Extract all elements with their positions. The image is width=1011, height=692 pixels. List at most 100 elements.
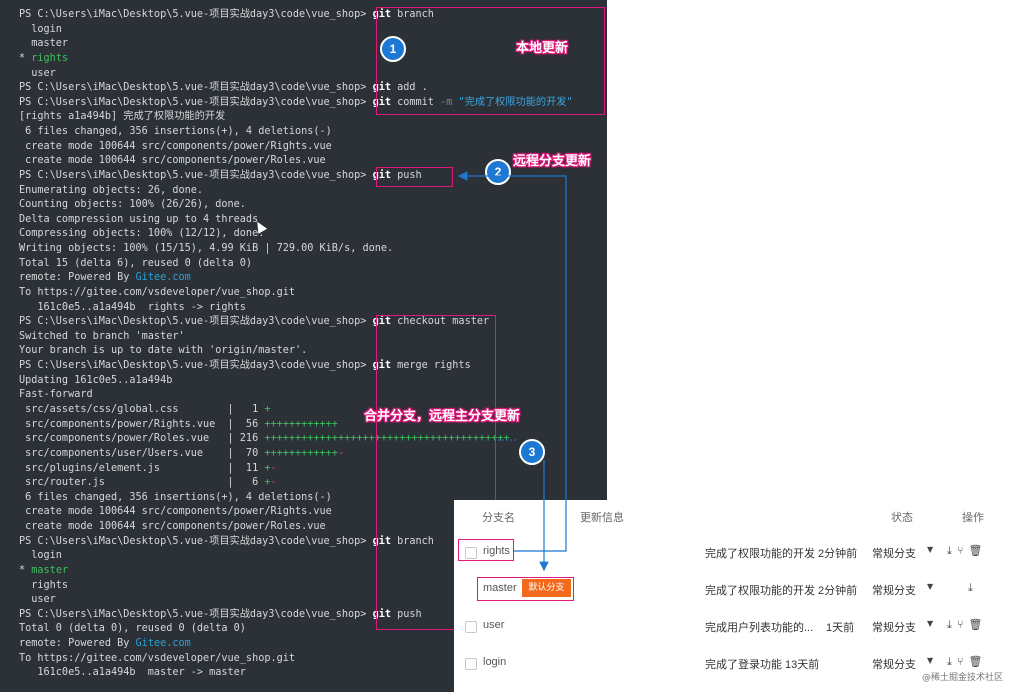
terminal-line: PS C:\Users\iMac\Desktop\5.vue-项目实战day3\… [19,169,422,183]
terminal-line: remote: Powered By Gitee.com [19,271,191,285]
terminal-text: master [19,38,69,50]
terminal-text: create mode 100644 src/components/power/… [19,155,326,167]
terminal-line: Delta compression using up to 4 threads [19,213,258,227]
terminal-text: Writing objects: 100% (15/15), 4.99 KiB … [19,243,394,255]
terminal-text: PS C:\Users\iMac\Desktop\5.vue-项目实战day3\… [19,96,373,108]
delete-icon[interactable]: 🗑 [968,544,988,557]
branch-state-select[interactable]: 常规分支 [872,548,916,560]
branch-name[interactable]: login [483,656,507,668]
terminal-text: user [19,594,56,606]
terminal-line: Fast-forward [19,388,93,402]
step-1-label: 本地更新 [516,41,569,56]
caret-down-icon[interactable]: ▼ [927,545,934,554]
terminal-text: PS C:\Users\iMac\Desktop\5.vue-项目实战day3\… [19,169,373,181]
terminal-text: push [390,169,422,181]
delete-icon[interactable]: 🗑 [968,655,988,668]
terminal-line: src/plugins/element.js | 11 +- [19,462,277,476]
download-icon[interactable]: ⤓ [947,655,957,668]
step-2-badge: 2 [485,159,511,185]
terminal-text: Updating 161c0e5..a1a494b [19,374,173,386]
terminal-line: create mode 100644 src/components/power/… [19,520,326,534]
terminal-text: src/components/power/Roles.vue | 216 [19,433,265,445]
terminal-text: Compressing objects: 100% (12/12), done. [19,228,265,240]
terminal-text: git [372,360,391,372]
terminal-text: 161c0e5..a1a494b master -> master [19,667,246,679]
terminal-text: -m [440,96,453,108]
download-icon[interactable]: ⤓ [968,581,978,594]
download-icon[interactable]: ⤓ [947,618,957,631]
merge-request-icon[interactable]: ⑂ [956,544,969,557]
highlight-box-rights-row [458,539,514,561]
terminal-line: Switched to branch 'master' [19,330,185,344]
table-row: master 默认分支 完成了权限功能的开发 2分钟前 常规分支 ▼ ⤓ [454,571,1011,607]
step-3-label: 合并分支，远程主分支更新 [364,409,521,424]
terminal-text: rights [31,52,69,64]
update-info[interactable]: 完成用户列表功能的... [705,622,814,634]
update-info[interactable]: 完成了权限功能的开发 [705,548,815,560]
terminal-text: ++++++++++++ [264,418,338,430]
terminal-line: PS C:\Users\iMac\Desktop\5.vue-项目实战day3\… [19,535,434,549]
caret-down-icon[interactable]: ▼ [927,656,934,665]
caret-down-icon[interactable]: ▼ [927,582,934,591]
update-info[interactable]: 完成了权限功能的开发 [705,585,815,597]
terminal-line: Enumerating objects: 26, done. [19,184,203,198]
terminal-line: To https://gitee.com/vsdeveloper/vue_sho… [19,652,295,666]
terminal-text: remote: Powered By [19,272,136,284]
terminal-text: git [372,535,391,547]
row-checkbox[interactable] [465,621,477,633]
terminal-text: * [19,564,32,576]
terminal-line: Your branch is up to date with 'origin/m… [19,344,307,358]
terminal-text: Delta compression using up to 4 threads [19,213,259,225]
header-branch-name: 分支名 [482,512,515,524]
terminal-line: login [19,23,62,37]
step-1-badge: 1 [380,36,406,62]
watermark: @稀土掘金技术社区 [922,673,1004,683]
terminal-text: login [19,23,62,35]
terminal-text: merge rights [390,360,471,372]
terminal-line: user [19,67,56,81]
table-row: user 完成用户列表功能的... 1天前 常规分支 ▼ ⤓⑂🗑 [454,608,1011,644]
delete-icon[interactable]: 🗑 [968,618,988,631]
terminal-text: Total 15 (delta 6), reused 0 (delta 0) [19,257,253,269]
terminal-text: branch [390,9,434,20]
terminal-text: - [270,462,277,474]
merge-request-icon[interactable]: ⑂ [956,655,969,668]
branch-state-select[interactable]: 常规分支 [872,585,916,597]
branch-name[interactable]: master [483,582,517,594]
terminal-text: branch [390,535,434,547]
default-branch-tag: 默认分支 [522,579,571,597]
terminal-line: login [19,549,62,563]
terminal-text: commit [390,96,441,108]
terminal-text: 161c0e5..a1a494b rights -> rights [19,301,246,313]
branch-name[interactable]: user [483,619,505,631]
terminal-line: Total 0 (delta 0), reused 0 (delta 0) [19,622,246,636]
terminal-text: push [390,608,422,620]
terminal-text: Gitee.com [135,272,191,284]
terminal-line: src/components/power/Roles.vue | 216 +++… [19,432,510,446]
update-info[interactable]: 完成了登录功能 [705,659,782,671]
caret-down-icon[interactable]: ▼ [927,619,934,628]
terminal-text: git [372,608,391,620]
terminal-text: master [31,564,69,576]
terminal-text: + [264,477,271,489]
terminal-text: src/assets/css/global.css | 1 [19,404,265,415]
terminal-line: * rights [19,52,68,66]
row-checkbox[interactable] [465,658,477,670]
terminal-text: src/plugins/element.js | 11 [19,462,265,474]
branch-state-select[interactable]: 常规分支 [872,622,916,634]
terminal-text: login [19,550,62,562]
branch-state-select[interactable]: 常规分支 [872,659,916,671]
update-time: 1天前 [826,622,855,634]
row-actions: ⤓⑂🗑 [947,618,987,632]
terminal-line: PS C:\Users\iMac\Desktop\5.vue-项目实战day3\… [19,96,573,110]
terminal-text: remote: Powered By [19,638,136,650]
step-3-badge: 3 [519,439,545,465]
merge-request-icon[interactable]: ⑂ [956,618,969,631]
terminal-line: PS C:\Users\iMac\Desktop\5.vue-项目实战day3\… [19,608,422,622]
terminal-text: create mode 100644 src/components/power/… [19,521,326,533]
terminal-line: src/components/power/Rights.vue | 56 +++… [19,418,338,432]
terminal-text: ++++++++++++++++++++++++++++++++++++++++ [264,433,510,445]
terminal-text: src/components/user/Users.vue | 70 [19,447,265,459]
highlight-box-local [376,7,605,115]
download-icon[interactable]: ⤓ [947,544,957,557]
